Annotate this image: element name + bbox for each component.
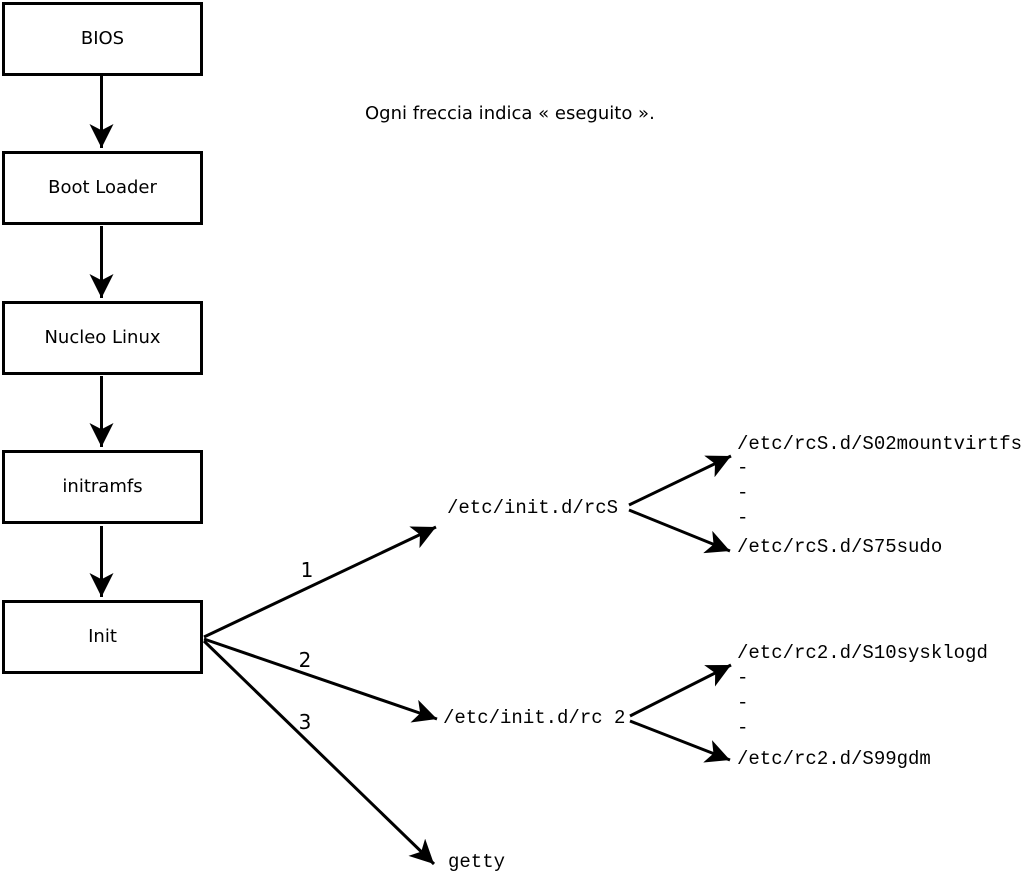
diagram-caption: Ogni freccia indica « eseguito ». — [365, 103, 655, 124]
node-boot-loader: Boot Loader — [2, 151, 203, 225]
node-init-label: Init — [88, 626, 117, 647]
arrow-rcs-last — [628, 508, 731, 554]
path-init-d-rcs: /etc/init.d/rcS — [447, 497, 619, 519]
rcs-dash-3: - — [737, 507, 749, 529]
path-rc2-last-script: /etc/rc2.d/S99gdm — [737, 748, 931, 770]
rcs-dash-2: - — [737, 482, 749, 504]
node-init: Init — [2, 600, 203, 674]
rc2-dash-1: - — [737, 667, 749, 689]
path-rcs-last-script: /etc/rcS.d/S75sudo — [737, 536, 943, 558]
path-getty: getty — [448, 851, 506, 873]
node-nucleo-linux-label: Nucleo Linux — [44, 327, 161, 348]
rc2-dash-2: - — [737, 692, 749, 714]
node-bios: BIOS — [2, 2, 203, 76]
node-nucleo-linux: Nucleo Linux — [2, 301, 203, 375]
node-initramfs: initramfs — [2, 450, 203, 524]
path-rc2-first-script: /etc/rc2.d/S10sysklogd — [737, 642, 988, 664]
node-bios-label: BIOS — [80, 28, 125, 49]
rc2-dash-3: - — [737, 717, 749, 739]
arrow-rc2-first — [629, 663, 732, 718]
rcs-dash-1: - — [737, 457, 749, 479]
arrow-init-rcs — [203, 525, 437, 639]
arrow-init-getty — [202, 639, 436, 866]
branch-2-number: 2 — [298, 648, 312, 672]
path-rcs-first-script: /etc/rcS.d/S02mountvirtfs — [737, 433, 1023, 455]
branch-1-number: 1 — [300, 558, 314, 582]
node-boot-loader-label: Boot Loader — [48, 177, 157, 198]
branch-3-number: 3 — [298, 710, 312, 734]
arrow-rc2-last — [629, 719, 731, 763]
path-init-d-rc2: /etc/init.d/rc 2 — [443, 707, 626, 729]
arrow-rcs-first — [628, 454, 732, 507]
arrow-init-rc2 — [203, 637, 438, 723]
node-initramfs-label: initramfs — [62, 476, 143, 497]
